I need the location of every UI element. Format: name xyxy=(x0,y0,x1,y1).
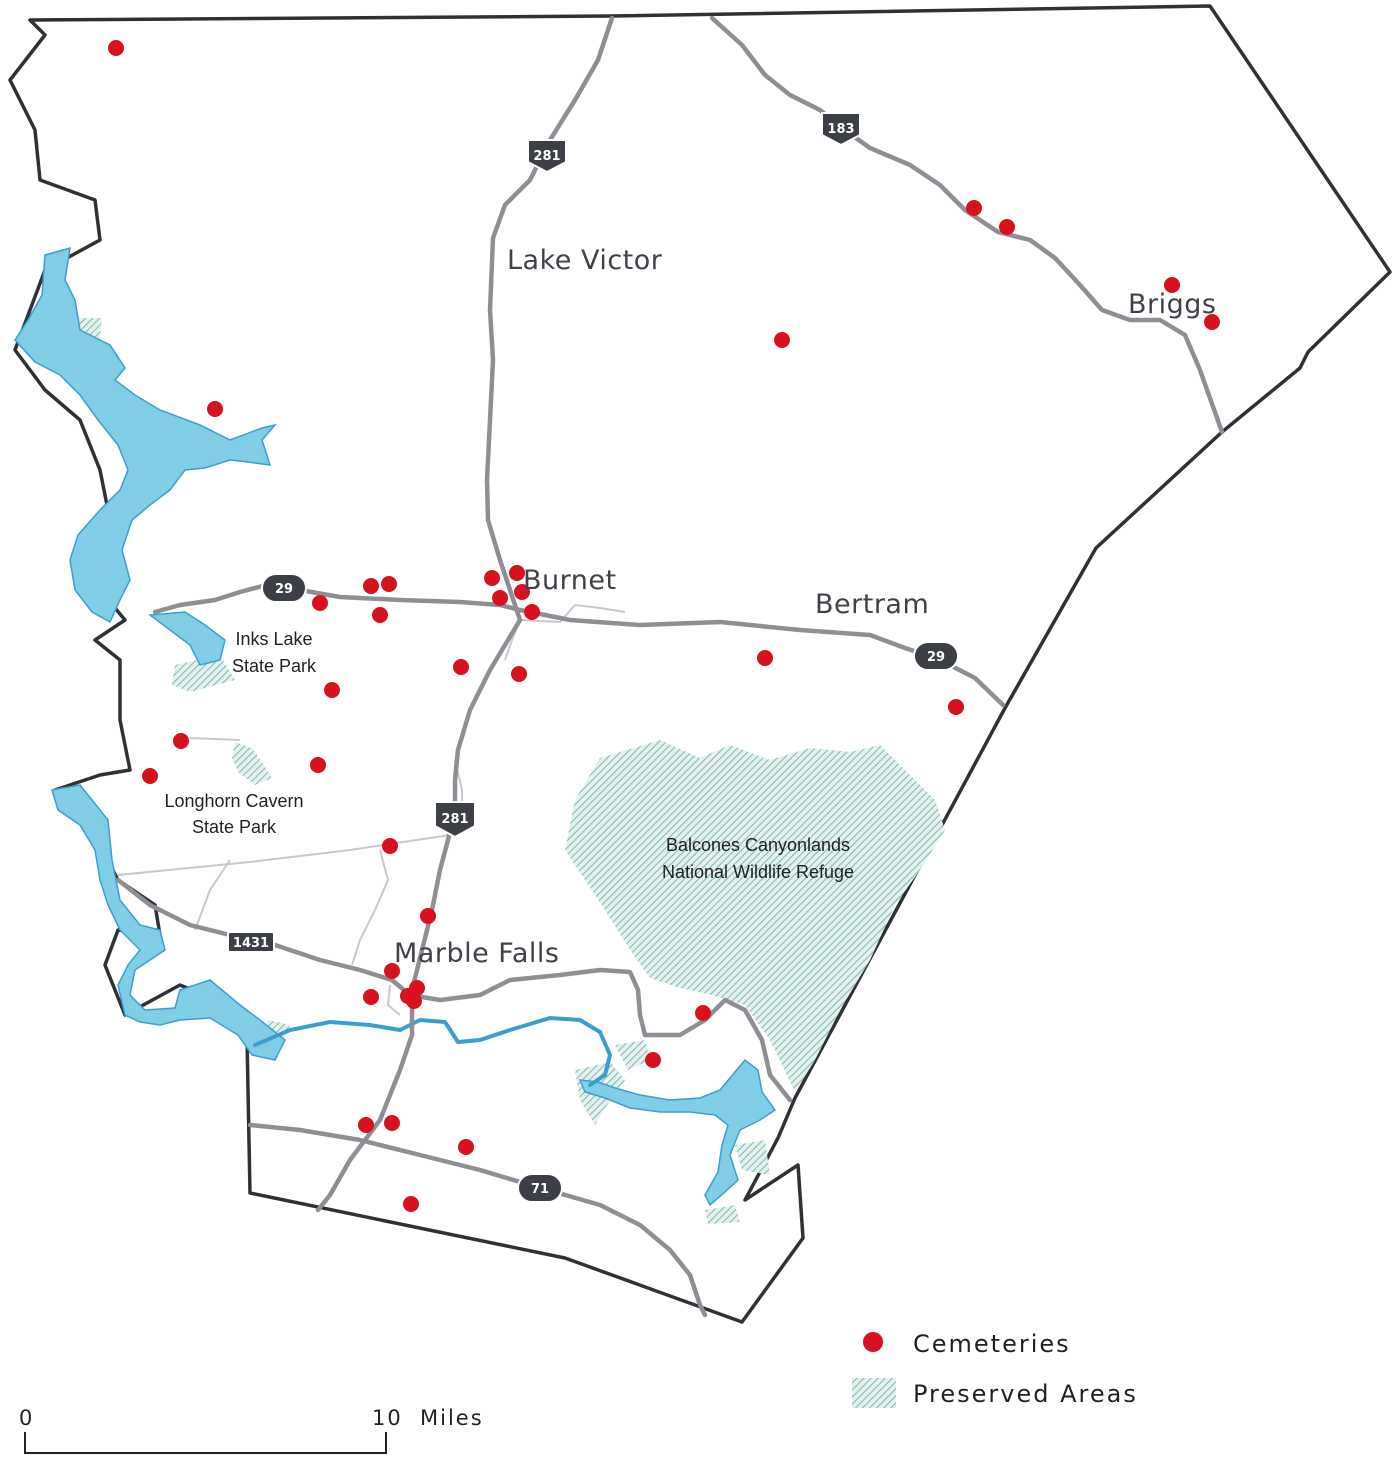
cemetery-marker xyxy=(142,768,158,784)
cemetery-marker xyxy=(312,595,328,611)
town-label-marble-falls: Marble Falls xyxy=(394,938,559,969)
park-label-inks-line1: Inks Lake xyxy=(235,629,312,649)
minor-road-5 xyxy=(519,603,626,624)
road-us281-south xyxy=(315,617,523,1213)
scale-start-label: 0 xyxy=(19,1406,34,1430)
cemetery-marker xyxy=(406,993,422,1009)
shield-sh29-west: 29 xyxy=(261,573,307,603)
lake-lbj xyxy=(51,784,286,1061)
cemetery-marker xyxy=(511,666,527,682)
cemetery-markers xyxy=(108,40,1220,1212)
shield-sh29-east: 29 xyxy=(913,641,959,671)
cemetery-marker xyxy=(1204,314,1220,330)
cemetery-marker xyxy=(774,332,790,348)
town-label-briggs: Briggs xyxy=(1128,289,1216,320)
colorado-river xyxy=(253,1015,613,1087)
town-label-bertram: Bertram xyxy=(815,589,929,620)
park-label-longhorn-line2: State Park xyxy=(192,817,277,837)
shield-label: 29 xyxy=(275,582,293,597)
minor-road-3 xyxy=(194,859,231,931)
cemetery-marker xyxy=(999,219,1015,235)
cemetery-marker xyxy=(948,699,964,715)
shield-label: 281 xyxy=(441,812,468,827)
water-bodies xyxy=(14,246,777,1207)
minor-road-8 xyxy=(386,984,401,1016)
cemetery-marker xyxy=(324,682,340,698)
shield-label: 29 xyxy=(927,650,945,665)
cemetery-marker xyxy=(358,1117,374,1133)
scale-unit-label: Miles xyxy=(420,1406,484,1430)
park-label-balcones-line2: National Wildlife Refuge xyxy=(662,862,854,882)
cemetery-marker xyxy=(695,1005,711,1021)
cemetery-marker xyxy=(363,578,379,594)
shield-us281-south: 281 xyxy=(434,801,476,839)
shield-label: 71 xyxy=(531,1182,549,1197)
shield-us183: 183 xyxy=(821,112,861,147)
cemetery-marker xyxy=(509,565,525,581)
cemetery-marker xyxy=(966,200,982,216)
cemetery-marker xyxy=(403,1196,419,1212)
map-legend: Cemeteries Preserved Areas xyxy=(852,1330,1138,1408)
cemetery-marker xyxy=(384,963,400,979)
cemetery-marker xyxy=(409,980,425,996)
balcones-refuge-area xyxy=(565,740,945,1092)
road-sh29-east xyxy=(517,607,1006,708)
cemetery-marker xyxy=(382,838,398,854)
legend-cemetery-symbol xyxy=(863,1332,883,1352)
preserved-areas xyxy=(48,318,945,1224)
scale-bar-line xyxy=(24,1432,387,1454)
minor-road-4 xyxy=(189,737,241,741)
legend-cemeteries-label: Cemeteries xyxy=(913,1330,1071,1358)
town-label-lake-victor: Lake Victor xyxy=(507,245,663,276)
shield-label: 1431 xyxy=(233,936,269,951)
scale-end-label: 10 xyxy=(372,1406,403,1430)
park-label-balcones-line1: Balcones Canyonlands xyxy=(666,835,850,855)
shield-sh71: 71 xyxy=(517,1173,563,1203)
cemetery-marker xyxy=(108,40,124,56)
preserve-longhorn xyxy=(232,742,272,785)
cemetery-marker xyxy=(514,584,530,600)
scale-bar: 0 10 Miles xyxy=(19,1406,484,1454)
shield-label: 183 xyxy=(827,122,854,137)
park-label-inks-line2: State Park xyxy=(232,656,317,676)
preserve-south-4 xyxy=(705,1205,740,1224)
cemetery-marker xyxy=(310,757,326,773)
cemetery-marker xyxy=(453,659,469,675)
road-us281-north xyxy=(484,15,615,623)
cemetery-marker xyxy=(381,576,397,592)
lake-travis-arm xyxy=(578,1058,777,1207)
shield-label: 281 xyxy=(533,149,560,164)
preserve-south-2 xyxy=(615,1040,650,1070)
cemetery-marker xyxy=(372,607,388,623)
cemetery-marker xyxy=(207,401,223,417)
minor-road-2 xyxy=(351,849,390,966)
cemetery-marker xyxy=(757,650,773,666)
cemetery-marker xyxy=(492,590,508,606)
town-label-burnet: Burnet xyxy=(523,565,617,596)
lake-buchanan xyxy=(14,246,278,624)
cemetery-marker xyxy=(1164,277,1180,293)
cemetery-marker xyxy=(484,570,500,586)
legend-preserved-swatch xyxy=(852,1378,896,1408)
cemetery-marker xyxy=(524,604,540,620)
shield-rm1431: 1431 xyxy=(227,931,275,953)
cemetery-marker xyxy=(173,733,189,749)
shield-us281-north: 281 xyxy=(527,139,567,174)
cemetery-marker xyxy=(363,989,379,1005)
cemetery-marker xyxy=(458,1139,474,1155)
cemetery-marker xyxy=(645,1052,661,1068)
minor-road-1 xyxy=(117,834,451,876)
road-us183 xyxy=(709,15,1225,435)
inks-lake xyxy=(147,611,226,666)
cemetery-marker xyxy=(384,1115,400,1131)
cemetery-marker xyxy=(420,908,436,924)
legend-preserved-label: Preserved Areas xyxy=(913,1380,1138,1408)
preserve-south-3 xyxy=(735,1140,770,1175)
preserve-inks xyxy=(172,655,235,692)
park-label-longhorn-line1: Longhorn Cavern xyxy=(164,791,303,811)
